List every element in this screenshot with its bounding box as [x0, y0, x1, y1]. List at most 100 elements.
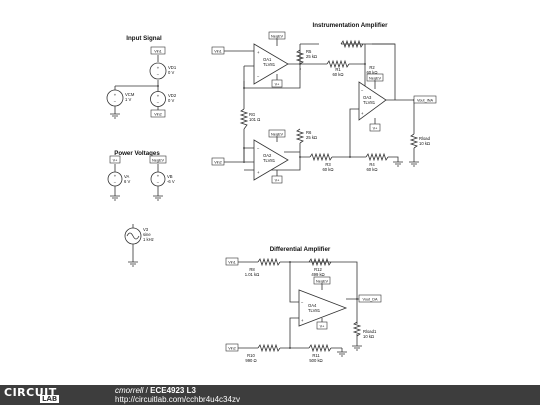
- svg-text:+: +: [157, 66, 160, 71]
- net-label-neg-oa3[interactable]: NegEV: [366, 73, 384, 82]
- svg-text:+: +: [157, 174, 160, 179]
- net-label-vin1-ia[interactable]: Vin1: [211, 46, 225, 55]
- op-amp-oa3[interactable]: − + OA3 TLV81: [358, 81, 387, 121]
- svg-text:+: +: [114, 93, 117, 98]
- r11-label: R11: [312, 353, 320, 358]
- oa4-part: TLV81: [308, 308, 321, 313]
- v3-freq: 1 kHz: [143, 237, 154, 242]
- net-label-vout-da[interactable]: Vout_DA: [358, 294, 382, 303]
- net-label-neg-oa2[interactable]: NegEV: [268, 129, 286, 138]
- resistor-r4[interactable]: R4 60 kΩ: [365, 152, 389, 172]
- op-amp-oa1[interactable]: + − OA1 TLV81: [253, 43, 289, 85]
- svg-text:−: −: [301, 300, 304, 305]
- vb-value: -6 V: [167, 179, 175, 184]
- sine-source-block: [128, 224, 138, 267]
- author-name[interactable]: cmorrell: [115, 386, 144, 395]
- rload1-label: Rload1: [363, 329, 377, 334]
- r4-label: R4: [369, 162, 375, 167]
- net-label-vin2-ia[interactable]: Vin2: [211, 157, 225, 166]
- op-amp-oa2[interactable]: − + OA2 TLV81: [253, 139, 289, 181]
- va-label: VA: [124, 174, 129, 179]
- net-label-vin2-source[interactable]: Vin2: [150, 109, 166, 118]
- differential-amplifier-header: Differential Amplifier: [270, 246, 331, 253]
- svg-text:Vin1: Vin1: [214, 49, 222, 53]
- vd2-label: VD2: [168, 93, 177, 98]
- rg-label: RG: [249, 112, 255, 117]
- project-title: ECE4923 L3: [150, 386, 196, 395]
- resistor-r8[interactable]: R8 1.01 kΩ: [245, 257, 281, 277]
- svg-text:NegEV: NegEV: [271, 34, 283, 38]
- r1-value: 60 kΩ: [332, 72, 343, 77]
- net-label-vin1-source[interactable]: Vin1: [150, 46, 166, 55]
- svg-text:V+: V+: [373, 126, 379, 130]
- svg-text:+: +: [257, 170, 260, 175]
- input-signal-block: [110, 55, 159, 119]
- ground-icon: [128, 261, 138, 267]
- project-url[interactable]: http://circuitlab.com/cchbr4u4c34zv: [115, 395, 240, 404]
- resistor-r10[interactable]: R10 990 Ω: [245, 343, 281, 363]
- svg-text:Vout_DA: Vout_DA: [363, 297, 378, 301]
- oa2-part: TLV81: [263, 158, 276, 163]
- r6-value: 25 kΩ: [306, 135, 317, 140]
- oa2-label: OA2: [263, 153, 272, 158]
- resistor-rload1[interactable]: Rload1 10 kΩ: [352, 321, 377, 339]
- r5-value: 25 kΩ: [306, 54, 317, 59]
- v3-label: V3: [143, 227, 149, 232]
- r12-value: 499 kΩ: [311, 272, 324, 277]
- resistor-r12[interactable]: R12 499 kΩ: [308, 257, 332, 277]
- resistor-r6[interactable]: R6 25 kΩ: [295, 128, 317, 144]
- svg-text:NegEV: NegEV: [152, 158, 164, 162]
- r2-value: 60 kΩ: [366, 70, 377, 75]
- circuitlab-logo-lab[interactable]: LAB: [40, 395, 60, 403]
- voltage-source-vd1[interactable]: + − VD1 0 V: [149, 62, 177, 80]
- power-voltages-block: [110, 164, 163, 201]
- oa3-part: TLV81: [363, 100, 376, 105]
- net-label-vout-ia[interactable]: Vout_INA: [413, 95, 437, 104]
- net-label-pos-oa1[interactable]: V+: [271, 79, 283, 88]
- resistor-r11[interactable]: R11 500 kΩ: [308, 343, 332, 363]
- schematic-canvas[interactable]: Input Signal Instrumentation Amplifier P…: [0, 0, 540, 385]
- op-amp-oa4[interactable]: − + OA4 TLV81: [298, 289, 348, 327]
- r8-value: 1.01 kΩ: [245, 272, 260, 277]
- voltage-source-vcm[interactable]: + − VCM 1 V: [106, 89, 135, 107]
- instrumentation-amplifier-header: Instrumentation Amplifier: [312, 22, 388, 29]
- net-label-pos-oa3[interactable]: V+: [369, 123, 381, 132]
- net-label-neg-oa1[interactable]: NegEV: [268, 31, 286, 40]
- rload-label: Rload: [419, 136, 431, 141]
- resistor-r1[interactable]: R1 60 kΩ: [326, 59, 350, 77]
- svg-text:+: +: [301, 318, 304, 323]
- oa3-label: OA3: [363, 95, 372, 100]
- oa4-label: OA4: [308, 303, 317, 308]
- resistor-rg[interactable]: RG 101 Ω: [239, 108, 260, 130]
- resistor-r5[interactable]: R5 25 kΩ: [295, 49, 317, 65]
- net-label-vin2-da[interactable]: Vin2: [225, 343, 239, 352]
- r8-label: R8: [249, 267, 255, 272]
- r2-label: R2: [369, 65, 375, 70]
- net-label-v-supply[interactable]: V+: [109, 155, 121, 164]
- net-label-neg-supply[interactable]: NegEV: [149, 155, 167, 164]
- footer-bar: CIRCUIT LAB cmorrell / ECE4923 L3 http:/…: [0, 385, 540, 405]
- oa1-label: OA1: [263, 57, 272, 62]
- net-label-pos-oa4[interactable]: V+: [316, 321, 328, 330]
- net-label-neg-oa4[interactable]: NegEV: [313, 276, 331, 285]
- voltage-source-vb[interactable]: + − VB -6 V: [150, 171, 175, 187]
- input-signal-header: Input Signal: [126, 35, 162, 42]
- voltage-source-va[interactable]: + − VA 6 V: [107, 171, 130, 187]
- rg-value: 101 Ω: [249, 117, 260, 122]
- vcm-label: VCM: [125, 92, 135, 97]
- net-label-vin1-da[interactable]: Vin1: [225, 257, 239, 266]
- net-label-pos-oa2[interactable]: V+: [271, 175, 283, 184]
- svg-text:−: −: [114, 180, 117, 185]
- svg-text:Vin1: Vin1: [228, 260, 236, 264]
- svg-text:NegEV: NegEV: [316, 279, 328, 283]
- sine-source-v3[interactable]: V3 sine 1 kHz: [124, 227, 154, 245]
- voltage-source-vd2[interactable]: + − VD2 0 V: [150, 91, 177, 107]
- svg-text:−: −: [157, 100, 160, 105]
- v3-wave: sine: [143, 232, 151, 237]
- resistor-r3[interactable]: R3 60 kΩ: [309, 152, 334, 172]
- project-byline: cmorrell / ECE4923 L3: [115, 386, 196, 395]
- resistor-r2[interactable]: R2 60 kΩ: [340, 39, 378, 75]
- resistor-rload[interactable]: Rload 10 kΩ: [409, 133, 431, 149]
- r5-label: R5: [306, 49, 312, 54]
- svg-text:−: −: [157, 180, 160, 185]
